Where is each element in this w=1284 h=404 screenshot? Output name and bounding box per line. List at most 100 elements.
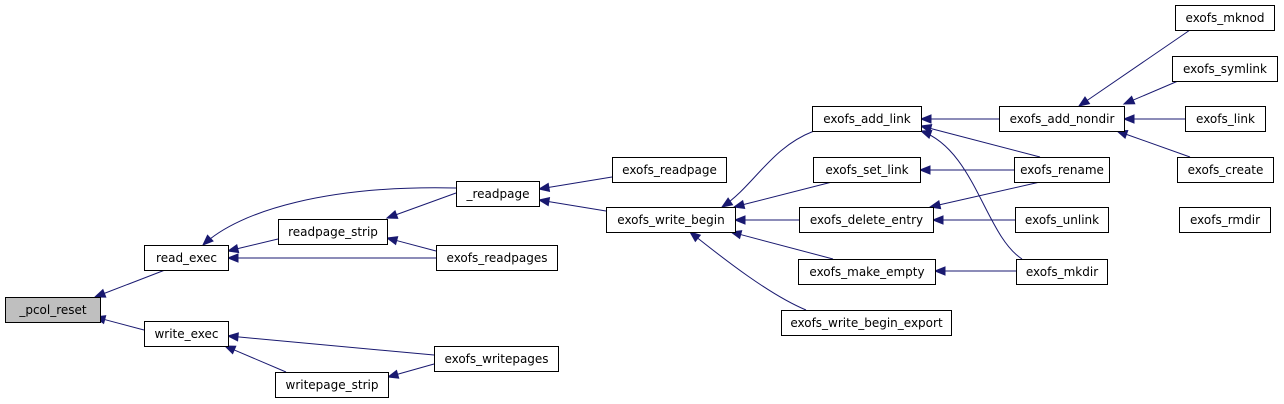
node-readpage-strip[interactable]: readpage_strip [278,219,388,245]
edge-line [939,181,1041,206]
node-exofs-readpages[interactable]: exofs_readpages [436,245,558,271]
node-exofs-delete-entry[interactable]: exofs_delete_entry [799,207,934,233]
edge-exofs_readpage-to-readpage [537,176,613,192]
edge-line [930,128,1041,158]
node-label: readpage_strip [288,225,378,239]
node-writepage-strip[interactable]: writepage_strip [275,372,389,398]
node-box [1177,157,1274,183]
node-exofs-link[interactable]: exofs_link [1185,106,1266,132]
node-label: exofs_unlink [1025,213,1099,227]
node-exofs-readpage[interactable]: exofs_readpage [612,157,727,183]
arrowhead [226,253,239,263]
node-label: exofs_add_link [823,112,911,126]
node-label: exofs_add_nondir [1010,112,1115,126]
node-label: exofs_set_link [825,163,908,177]
node-readpage[interactable]: _readpage [456,181,540,207]
edge-exofs_rename-to-exofs_set_link [918,165,1014,175]
edge-exofs_delete_entry-to-exofs_write_begin [733,215,799,225]
node-exofs-rename[interactable]: exofs_rename [1014,157,1110,183]
arrowhead [385,236,399,246]
edge-exofs_add_link-to-exofs_write_begin [720,130,815,208]
node-pcol-reset[interactable]: _pcol_reset [5,297,101,323]
arrowhead [919,114,932,124]
node-box [1014,157,1110,183]
node-box [999,106,1125,132]
node-box [144,321,229,347]
node-read-exec[interactable]: read_exec [144,245,229,271]
edge-write_exec-to-pcol_reset [93,315,145,331]
node-exofs-add-nondir[interactable]: exofs_add_nondir [999,106,1125,132]
arrowhead [537,197,551,207]
edge-line [237,336,435,356]
edge-exofs_make_empty-to-exofs_write_begin [729,230,834,260]
node-box [275,372,389,398]
node-exofs-symlink[interactable]: exofs_symlink [1172,56,1278,82]
node-label: _pcol_reset [18,303,87,317]
node-box [456,181,540,207]
nodes-layer: _pcol_reset read_exec write_exec readpage_s… [5,5,1278,398]
edge-exofs_writepages-to-writepage_strip [386,363,435,379]
node-box [434,346,559,372]
edge-line [920,130,1023,260]
node-exofs-set-link[interactable]: exofs_set_link [813,157,921,183]
arrowhead [93,288,107,298]
arrowhead [385,209,399,219]
edge-exofs_readpages-to-read_exec [226,253,436,263]
edge-exofs_mknod-to-exofs_add_nondir [1077,29,1191,107]
arrowhead [918,165,931,175]
arrowhead [223,345,237,355]
arrowhead [226,243,240,254]
edge-line [743,181,833,206]
node-box [798,259,936,285]
edge-line [721,130,815,208]
node-label: exofs_writepages [444,352,548,366]
node-box [799,207,934,233]
edge-readpage-to-read_exec [202,187,457,246]
node-label: exofs_symlink [1183,62,1267,76]
node-exofs-add-link[interactable]: exofs_add_link [812,106,922,132]
node-label: write_exec [154,327,218,341]
arrowhead [732,199,746,209]
edge-exofs_rename-to-exofs_delete_entry [928,181,1041,210]
node-box [436,245,558,271]
node-label: _readpage [466,187,530,201]
node-exofs-write-begin[interactable]: exofs_write_begin [606,207,736,233]
edge-line [104,269,166,294]
node-exofs-unlink[interactable]: exofs_unlink [1015,207,1109,233]
node-exofs-writepages[interactable]: exofs_writepages [434,346,559,372]
arrowhead [919,130,933,139]
edge-exofs_symlink-to-exofs_add_nondir [1122,80,1179,105]
node-exofs-create[interactable]: exofs_create [1177,157,1274,183]
node-box [1172,56,1278,82]
arrowhead [933,266,946,276]
arrowhead [1122,114,1135,124]
node-box [1175,5,1275,31]
node-exofs-make-empty[interactable]: exofs_make_empty [798,259,936,285]
node-exofs-write-begin-export[interactable]: exofs_write_begin_export [781,310,952,336]
node-exofs-mknod[interactable]: exofs_mknod [1175,5,1275,31]
node-box [1179,207,1271,233]
node-exofs-mkdir[interactable]: exofs_mkdir [1016,259,1108,285]
edge-line [396,192,457,216]
node-exofs-rmdir[interactable]: exofs_rmdir [1179,207,1271,233]
node-write-exec[interactable]: write_exec [144,321,229,347]
edge-line [237,238,279,250]
arrowhead [733,215,746,225]
node-label: exofs_mkdir [1026,265,1098,279]
node-label: exofs_link [1196,112,1255,126]
edge-line [1086,29,1191,101]
edge-exofs_readpages-to-readpage_strip [385,236,437,252]
edge-writepage_strip-to-write_exec [223,345,287,373]
edge-exofs_link-to-exofs_add_nondir [1122,114,1185,124]
edge-line [104,319,145,331]
edge-line [548,176,613,188]
edge-line [548,201,607,212]
node-label: exofs_delete_entry [810,213,923,227]
node-box [612,157,727,183]
edge-exofs_mkdir-to-exofs_make_empty [933,266,1016,276]
node-box [781,310,952,336]
node-box [1185,106,1266,132]
arrowhead [928,200,942,210]
edge-line [396,240,437,252]
node-box [1015,207,1109,233]
